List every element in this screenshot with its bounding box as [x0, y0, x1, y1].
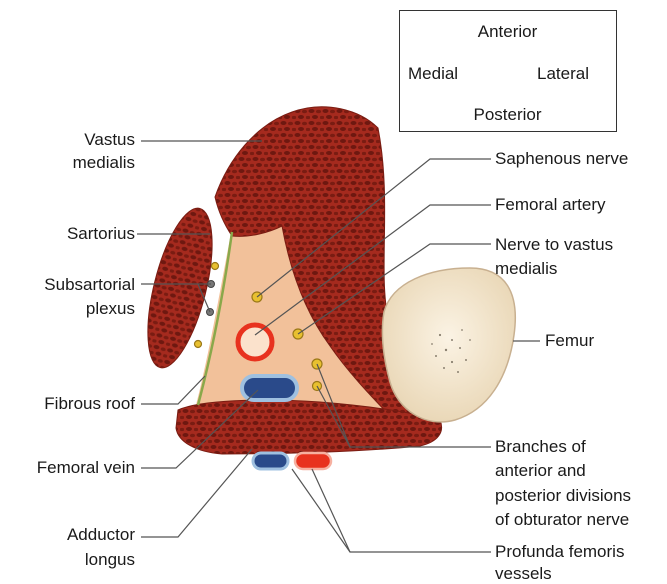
subsartorial-dot-1: [212, 263, 219, 270]
posterior-label: Posterior: [400, 104, 615, 125]
nerve-to-vastus-medialis-label-1: Nerve to vastus: [495, 234, 613, 255]
subsartorial-plexus-label-1: Subsartorial: [44, 274, 135, 295]
femur-label: Femur: [545, 330, 594, 351]
profunda-vein: [253, 453, 288, 469]
femoral-vein: [242, 376, 297, 400]
femoral-artery-label: Femoral artery: [495, 194, 606, 215]
profunda-femoris-label-2: vessels: [495, 563, 552, 584]
lateral-label: Lateral: [537, 63, 589, 84]
fibrous-roof-label: Fibrous roof: [44, 393, 135, 414]
saphenous-nerve-label: Saphenous nerve: [495, 148, 628, 169]
femur-bone: [382, 268, 515, 422]
anterior-label: Anterior: [400, 21, 615, 42]
vastus-medialis-label-2: medialis: [73, 152, 135, 173]
subsartorial-plexus-label-2: plexus: [86, 298, 135, 319]
obturator-branches-label-4: of obturator nerve: [495, 509, 629, 530]
femoral-vein-label: Femoral vein: [37, 457, 135, 478]
obturator-branches-label-1: Branches of: [495, 436, 586, 457]
medial-label: Medial: [408, 63, 458, 84]
vastus-medialis-label-1: Vastus: [84, 129, 135, 150]
orientation-key: Anterior Medial Lateral Posterior: [399, 10, 617, 132]
subsartorial-plexus-dots: [207, 281, 215, 316]
subsartorial-dot-2: [195, 341, 202, 348]
femoral-artery: [238, 325, 272, 359]
sartorius-label: Sartorius: [67, 223, 135, 244]
nerve-to-vastus-medialis-label-2: medialis: [495, 258, 557, 279]
obturator-branches-label-3: posterior divisions: [495, 485, 631, 506]
profunda-femoris-label-1: Profunda femoris: [495, 541, 624, 562]
obturator-branches-label-2: anterior and: [495, 460, 586, 481]
profunda-artery: [295, 453, 331, 469]
adductor-longus-label-1: Adductor: [67, 524, 135, 545]
adductor-longus-label-2: longus: [85, 549, 135, 570]
